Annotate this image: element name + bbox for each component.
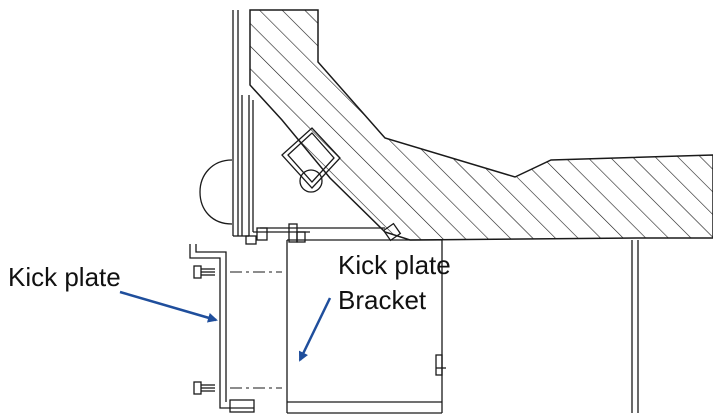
kick-plate-bracket xyxy=(286,239,446,414)
bracket-arrow xyxy=(298,297,332,362)
hatched-beam-section xyxy=(249,9,713,241)
door-leaf xyxy=(232,10,385,237)
bracket-fasteners xyxy=(245,222,402,245)
kick-plate-bracket-label-line2: Bracket xyxy=(338,285,427,315)
kick-plate-label: Kick plate xyxy=(8,262,121,292)
kick-plate xyxy=(189,244,255,413)
screw-top xyxy=(193,265,215,279)
pivot-block xyxy=(281,127,341,193)
screw-bottom xyxy=(193,381,215,395)
kick-plate-bracket-label-line1: Kick plate xyxy=(338,250,451,280)
door-bumper xyxy=(199,159,233,225)
kick-plate-arrow xyxy=(119,290,218,323)
frame-right xyxy=(631,240,639,413)
